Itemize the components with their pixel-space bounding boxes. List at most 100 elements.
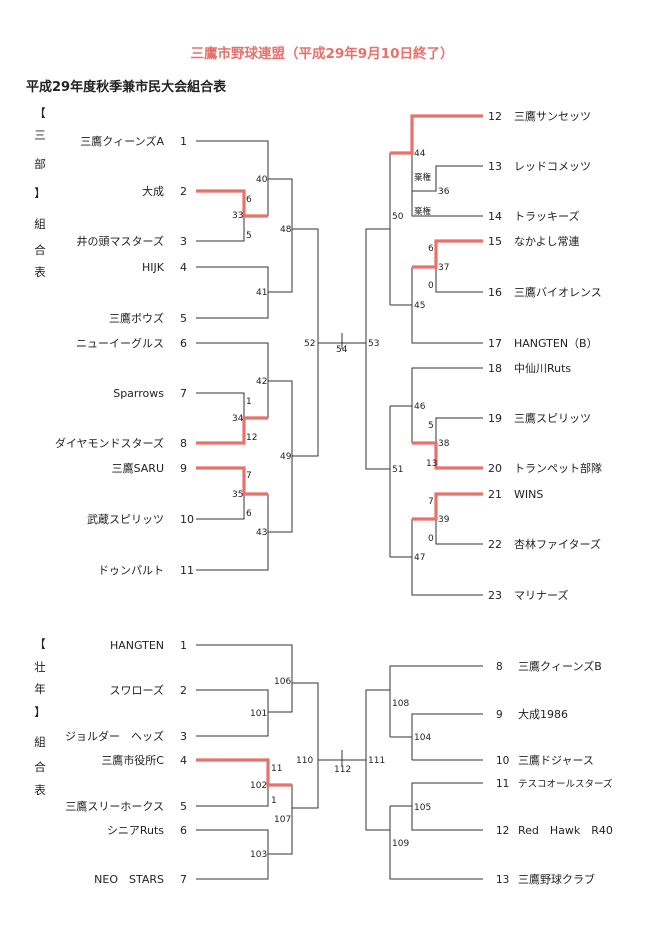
side-label-char: 部 [34,157,46,171]
bracket-line [411,713,483,760]
right-team-name: 三鷹野球クラブ [518,872,595,886]
right-team-name: 三鷹クィーンズB [518,659,602,673]
score: 6 [246,195,252,205]
bracket-line [411,557,483,596]
bracket-line [196,229,293,293]
bracket-line [292,343,319,457]
right-team-seed: 15 [488,235,502,248]
left-team-seed: 8 [180,437,187,450]
bracket-line [390,367,483,407]
game-number: 48 [280,225,292,235]
score: 11 [271,764,282,774]
side-label-char: 三 [34,128,46,142]
right-team-name: 三鷹サンセッツ [514,109,591,123]
game-number: 39 [438,515,450,525]
left-team-name: ダイヤモンドスターズ [55,436,164,450]
game-number: 54 [336,345,348,355]
score: 5 [246,231,252,241]
right-team-name: Red Hawk R40 [518,824,613,837]
right-team-seed: 11 [496,778,509,790]
winner-path [412,441,483,470]
bracket-line [196,532,269,571]
bracket-line [292,682,319,760]
right-team-name: 杏林ファイターズ [514,537,601,551]
side-label-char: 表 [34,265,46,279]
left-team-name: NEO STARS [94,873,164,886]
score: 0 [428,281,434,291]
right-team-seed: 13 [496,874,509,886]
left-team-name: HIJK [142,261,165,274]
right-team-seed: 23 [488,589,502,602]
side-label-char: 【 [34,106,46,120]
bracket-line [196,689,269,712]
game-number: 44 [414,149,426,159]
left-team-seed: 7 [180,387,187,400]
side-label-char: 組 [34,735,46,749]
game-number: 45 [414,301,425,311]
game-number: 53 [368,339,379,349]
bracket-line [196,829,269,854]
left-team-name: シニアRuts [107,824,164,837]
right-team-name: 三鷹バイオレンス [514,285,602,299]
left-team-seed: 11 [180,564,194,577]
left-team-name: ドゥンパルト [98,564,164,577]
right-team-name: 三鷹ドジャース [518,753,594,767]
bracket-line [268,178,293,229]
right-team-seed: 16 [488,286,502,299]
right-team-name: レッドコメッツ [514,160,591,173]
left-team-name: 井の頭マスターズ [77,234,164,248]
right-team-seed: 17 [488,337,502,350]
right-team-name: WINS [514,488,543,501]
side-label-char: 組 [34,217,46,231]
winner-path [412,492,483,521]
left-team-seed: 9 [180,462,187,475]
left-team-seed: 2 [180,185,187,198]
forfeit-mark: 棄権 [414,206,432,217]
bracket-line [365,760,390,831]
left-team-seed: 1 [180,639,187,652]
game-number: 52 [304,339,315,349]
bracket-line [411,806,483,831]
game-number: 107 [274,815,291,825]
left-team-seed: 4 [180,754,187,767]
bracket-lines [196,114,483,880]
bracket-line [389,854,483,880]
game-number: 34 [232,414,244,424]
right-team-name: 中仙川Ruts [514,362,571,375]
left-team-name: ジョルダー ヘッズ [65,729,164,743]
left-team-name: 大成 [142,184,164,198]
side-label-char: 壮 [34,660,46,674]
left-team-name: 三鷹ボウズ [109,311,164,325]
bracket-line [390,782,483,807]
score: 6 [246,509,252,519]
right-team-seed: 22 [488,538,502,551]
right-team-name: 三鷹スピリッツ [514,411,591,425]
left-team-name: HANGTEN [110,639,164,652]
game-number: 111 [368,756,385,766]
side-label-char: 合 [34,243,46,257]
game-number: 51 [392,465,403,475]
right-team-name: なかよし常連 [514,234,579,248]
winner-path [412,239,483,269]
game-number: 101 [250,709,267,719]
side-label-char: 】 [34,705,46,719]
score: 7 [246,471,252,481]
bracket-line [196,392,245,418]
left-team-name: スワローズ [110,683,164,697]
left-team-seed: 3 [180,730,187,743]
bracket-line [196,494,245,520]
bracket-line [390,267,413,306]
left-team-name: 三鷹SARU [112,461,164,475]
left-team-seed: 6 [180,824,187,837]
game-number: 106 [274,677,291,687]
right-team-name: テスコオールスターズ [518,778,613,790]
right-team-seed: 20 [488,462,502,475]
right-team-seed: 21 [488,488,502,501]
right-team-seed: 9 [496,709,503,721]
right-team-seed: 8 [496,661,503,673]
bracket-line [389,665,483,737]
left-team-name: 三鷹クィーンズA [80,134,164,148]
bracket-line [196,140,269,179]
